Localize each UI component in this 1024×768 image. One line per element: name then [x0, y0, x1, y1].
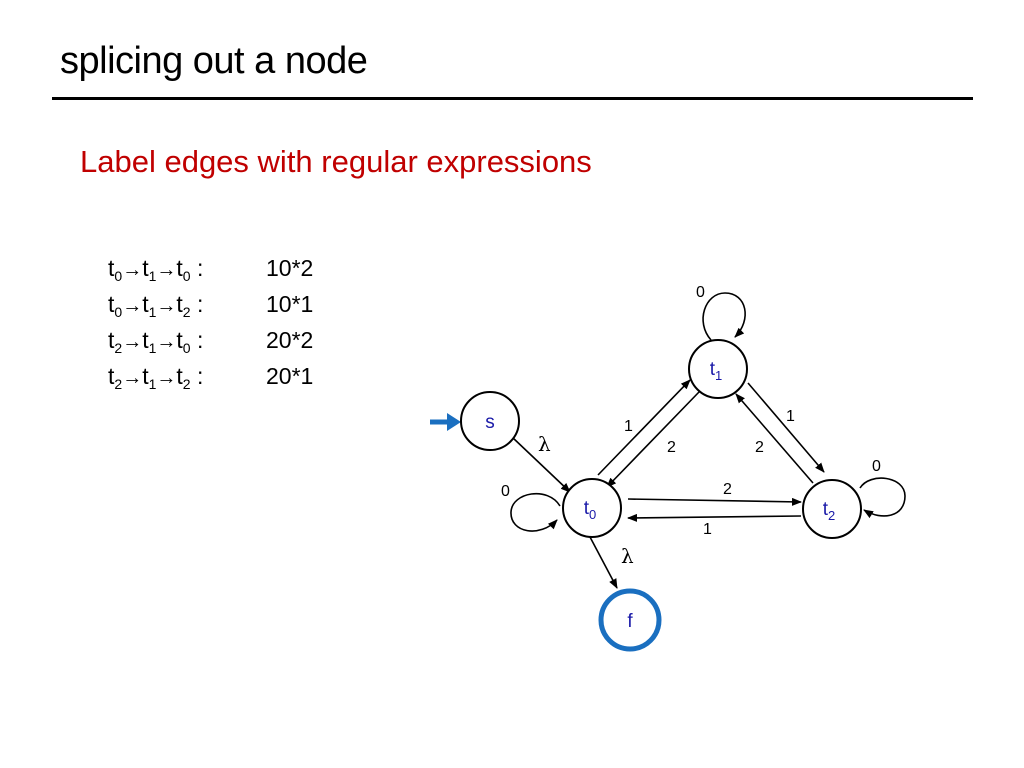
start-arrow-icon [430, 413, 461, 431]
edge-label-t2-t0: 1 [703, 521, 712, 538]
node-t2: t2 [802, 479, 862, 539]
right-arrow-icon: → [122, 331, 143, 353]
node-s: s [460, 391, 520, 451]
node-label-f: f [627, 611, 633, 632]
path-expression: 10*1 [266, 291, 314, 317]
path-expression: 10*2 [266, 255, 314, 281]
edge-t2-t1 [735, 393, 814, 484]
right-arrow-icon: → [156, 331, 177, 353]
edge-label-s-t0: λ [538, 432, 551, 456]
path-sequence: t0→t1→t2 : [108, 291, 204, 320]
node-label-t2: t2 [823, 499, 836, 523]
edge-t1-loop [702, 292, 746, 341]
edge-t0-t2 [627, 497, 802, 506]
node-label-s: s [485, 412, 495, 433]
slide-subtitle: Label edges with regular expressions [80, 144, 592, 179]
path-sequence: t0→t1→t0 : [108, 255, 204, 284]
path-sequence: t2→t1→t0 : [108, 327, 204, 356]
edge-t0-loop [510, 492, 561, 532]
node-label-t0: t0 [584, 498, 597, 522]
edge-t1-t0 [606, 391, 700, 488]
edge-label-t0-t2: 2 [723, 481, 732, 498]
path-row: t0→t1→t0 : 10*2 [108, 250, 313, 286]
edge-s-t0 [511, 436, 571, 493]
right-arrow-icon: → [122, 295, 143, 317]
edge-t1-t2 [747, 382, 825, 473]
right-arrow-icon: → [156, 295, 177, 317]
edge-label-t1-loop: 0 [696, 284, 705, 301]
edge-t2-loop [859, 477, 906, 519]
edge-t0-f [589, 536, 618, 589]
edge-label-t0-t1: 1 [624, 418, 633, 435]
right-arrow-icon: → [122, 367, 143, 389]
right-arrow-icon: → [156, 259, 177, 281]
edge-label-t2-loop: 0 [872, 458, 881, 475]
edge-label-t0-loop: 0 [501, 483, 510, 500]
path-row: t0→t1→t2 : 10*1 [108, 286, 313, 322]
edge-t0-t1 [597, 379, 691, 476]
edge-label-t2-t1: 2 [755, 439, 764, 456]
path-row: t2→t1→t0 : 20*2 [108, 322, 313, 358]
edge-t2-t0 [627, 513, 802, 522]
path-expression: 20*2 [266, 327, 314, 353]
right-arrow-icon: → [122, 259, 143, 281]
path-expression: 20*1 [266, 363, 314, 389]
node-label-t1: t1 [710, 359, 723, 383]
edge-label-t1-t0: 2 [667, 439, 676, 456]
title-divider [52, 97, 973, 100]
path-row: t2→t1→t2 : 20*1 [108, 358, 313, 394]
slide-title: splicing out a node [60, 40, 368, 82]
node-f: f [598, 588, 662, 652]
path-expression-list: t0→t1→t0 : 10*2 t0→t1→t2 : 10*1 t2→t1→t0… [108, 250, 313, 394]
path-sequence: t2→t1→t2 : [108, 363, 204, 392]
right-arrow-icon: → [156, 367, 177, 389]
node-t1: t1 [688, 339, 748, 399]
node-t0: t0 [562, 478, 622, 538]
edge-label-t1-t2: 1 [786, 408, 795, 425]
edge-label-t0-f: λ [621, 544, 634, 568]
